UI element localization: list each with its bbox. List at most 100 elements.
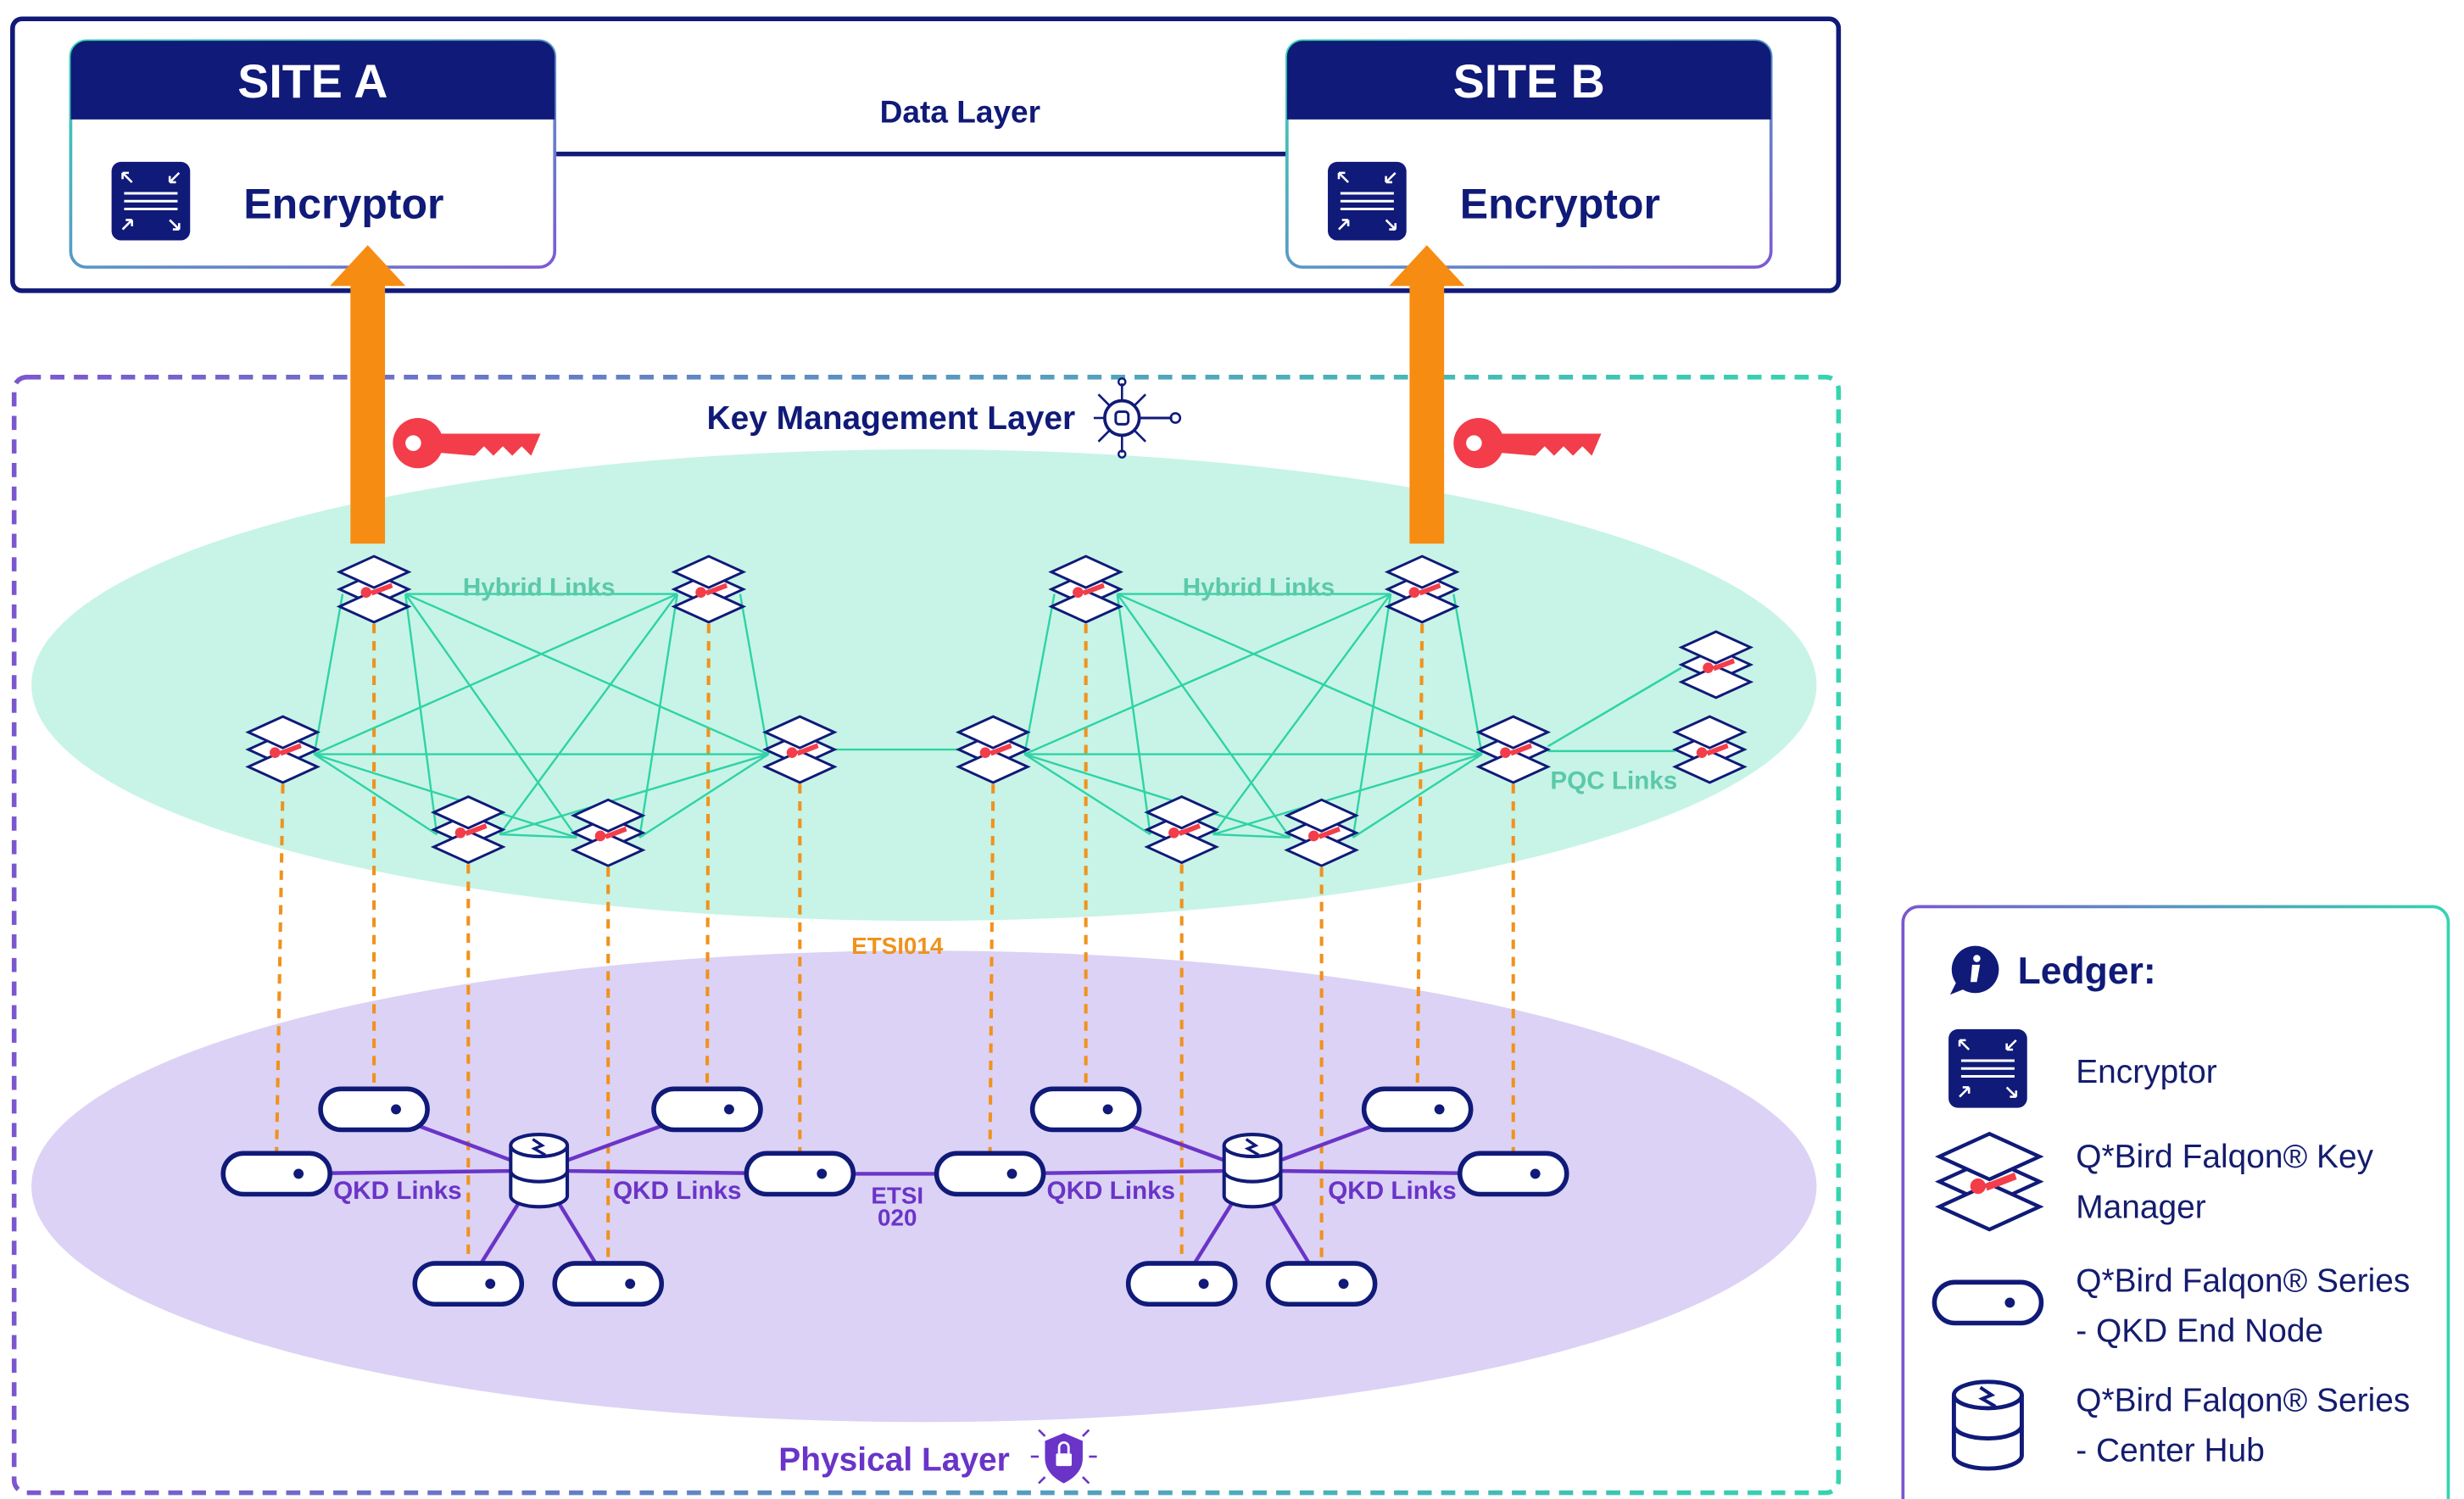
qkd-links-label: QKD Links (1047, 1177, 1176, 1205)
key-manager-icon (672, 554, 745, 624)
network-frame (11, 375, 1842, 1496)
etsi020-label: ETSI (871, 1183, 923, 1209)
hybrid-links-label: Hybrid Links (463, 573, 616, 601)
etsi014-label: ETSI014 (851, 933, 944, 959)
qkd-end-node-icon (1460, 1153, 1567, 1194)
qkd-links-label: QKD Links (333, 1177, 462, 1205)
key-delivery-arrow-a (330, 245, 406, 544)
site-b-title: SITE B (1453, 55, 1605, 108)
qkd-end-node-icon (1033, 1089, 1140, 1129)
etsi020-label: 020 (878, 1205, 917, 1231)
hybrid-link (638, 753, 769, 839)
qkd-end-node-icon (746, 1153, 853, 1194)
hybrid-link (1116, 593, 1151, 835)
key-manager-icon (1477, 715, 1549, 784)
qkd-end-node-icon (555, 1263, 661, 1304)
hybrid-link (638, 593, 678, 838)
qkd-end-node-icon (1268, 1263, 1375, 1304)
hybrid-link (313, 593, 344, 755)
key-management-band (31, 449, 1817, 922)
key-icon (393, 417, 541, 469)
hybrid-link (1023, 593, 1391, 755)
site-a-title: SITE A (237, 55, 387, 108)
site-a-encryptor-label: Encryptor (243, 181, 443, 228)
key-manager-icon (1674, 715, 1746, 784)
hybrid-link (739, 593, 770, 755)
pqc-links-label: PQC Links (1550, 766, 1677, 794)
key-manager-icon (571, 798, 644, 867)
hybrid-link (499, 833, 577, 839)
hybrid-links (313, 593, 1682, 839)
hybrid-link (1116, 593, 1291, 839)
qkd-end-node-icon (321, 1089, 427, 1129)
qkd-end-node-icon (223, 1153, 330, 1194)
hybrid-link (404, 593, 769, 755)
hybrid-link (1212, 593, 1392, 835)
hybrid-link (499, 753, 769, 836)
data-layer-label: Data Layer (880, 94, 1040, 130)
site-b-encryptor-label: Encryptor (1460, 181, 1660, 228)
key-manager-icon (1939, 1134, 2039, 1229)
hybrid-link (1023, 753, 1291, 839)
ledger-title: Ledger: (2018, 950, 2156, 992)
etsi014-link (1415, 623, 1424, 1088)
key-management-title: Key Management Layer (707, 400, 1076, 437)
physical-layer-title: Physical Layer (778, 1442, 1010, 1479)
key-manager-icon (1050, 554, 1122, 624)
center-hub-icon (510, 1134, 567, 1206)
key-manager-icon (432, 795, 505, 864)
etsi014-link (705, 623, 711, 1088)
key-manager-icon (1385, 554, 1458, 624)
key-manager-icon (1680, 630, 1753, 699)
hybrid-link (1212, 753, 1483, 836)
qkd-end-node-icon (654, 1089, 761, 1129)
ledger-item-label: - Center Hub (2076, 1433, 2265, 1469)
ledger-panel: Ledger: Encryptor Q*Bird Falqon® Key Man… (1901, 905, 2450, 1499)
hybrid-link (1352, 753, 1483, 839)
key-manager-icon (1146, 795, 1218, 864)
pqc-link (1547, 666, 1682, 748)
qkd-end-node-icon (1129, 1263, 1235, 1304)
key-manager-icon (247, 715, 319, 784)
site-b-card: SITE B Encryptor (1285, 39, 1773, 269)
hybrid-link (1212, 833, 1291, 839)
center-hub-icon (1224, 1134, 1281, 1206)
hybrid-link (404, 593, 578, 839)
hybrid-link (1023, 753, 1151, 836)
ledger-item-label: - QKD End Node (2076, 1313, 2323, 1350)
hybrid-links-label: Hybrid Links (1183, 573, 1335, 601)
key-delivery-arrow-b (1389, 245, 1465, 544)
hybrid-link (404, 593, 438, 835)
key-manager-icon (1285, 798, 1357, 867)
hybrid-link (1352, 593, 1392, 838)
ledger-item-label: Q*Bird Falqon® Key (2076, 1139, 2373, 1175)
encryptor-icon (1947, 1028, 2029, 1110)
shield-lock-icon (1030, 1429, 1097, 1485)
site-a-card: SITE A Encryptor (69, 39, 557, 269)
hybrid-link (314, 753, 438, 836)
qkd-end-node-icon (415, 1263, 521, 1304)
qkd-links-label: QKD Links (613, 1177, 742, 1205)
ledger-item-label: Encryptor (2076, 1054, 2217, 1090)
key-manager-icon (337, 554, 410, 624)
info-icon (1949, 945, 1999, 995)
hybrid-link (314, 593, 678, 755)
hybrid-link (1452, 593, 1483, 755)
qkd-end-node-icon (1364, 1089, 1471, 1129)
qkd-end-node-icon (1934, 1282, 2041, 1323)
key-manager-icon (957, 715, 1029, 784)
key-network-icon (1093, 377, 1182, 459)
ledger-item-label: Q*Bird Falqon® Series (2076, 1382, 2410, 1418)
ledger-item-label: Manager (2076, 1189, 2206, 1225)
hybrid-link (1023, 593, 1056, 755)
ledger-item-label: Q*Bird Falqon® Series (2076, 1262, 2410, 1299)
encryptor-icon (1326, 160, 1408, 242)
key-manager-icon (764, 715, 836, 784)
hybrid-link (1117, 593, 1483, 755)
key-icon (1453, 417, 1602, 469)
hybrid-link (499, 593, 678, 835)
qkd-links-label: QKD Links (1328, 1177, 1457, 1205)
qkd-end-node-icon (937, 1153, 1044, 1194)
